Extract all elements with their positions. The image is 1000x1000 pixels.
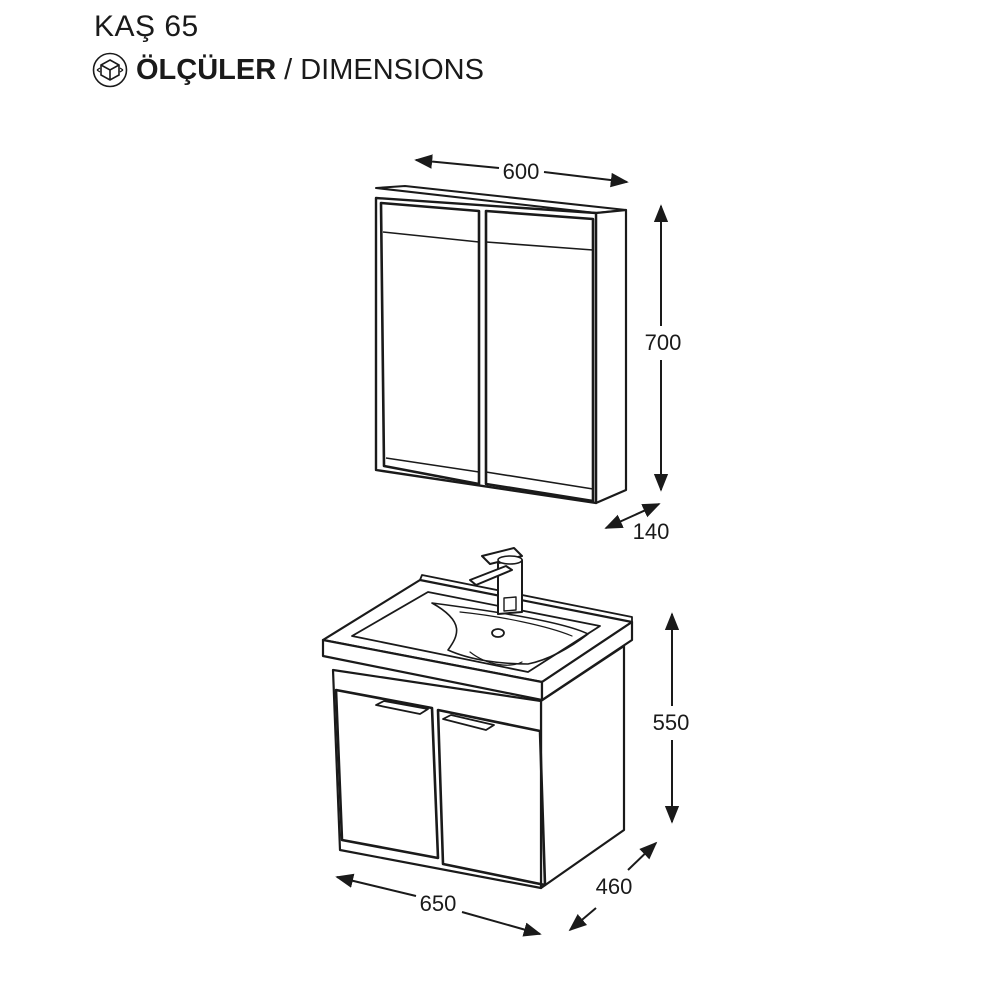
dim-arrow-vanity-width-left — [335, 873, 417, 897]
dimension-lines — [335, 154, 680, 937]
mirror-width-label: 600 — [503, 159, 540, 184]
dim-arrow-vanity-depth-high — [627, 841, 658, 871]
vanity-depth-label: 460 — [596, 874, 633, 899]
dim-arrow-vanity-depth-low — [568, 907, 597, 932]
dimensions-separator: / — [284, 53, 293, 86]
dimensions-heading: ÖLÇÜLER / DIMENSIONS — [92, 50, 484, 90]
dimensions-label-tr: ÖLÇÜLER — [136, 53, 277, 86]
dim-arrow-vanity-width-right — [461, 911, 542, 937]
dim-arrow-mirror-width-right — [543, 171, 629, 188]
vanity-height-label: 550 — [653, 710, 690, 735]
dim-arrow-mirror-width-left — [414, 154, 500, 169]
dim-arrow-mirror-depth — [604, 503, 661, 529]
mirror-cabinet — [374, 185, 628, 505]
mirror-height-label: 700 — [645, 330, 682, 355]
dimensions-label-en: DIMENSIONS — [300, 53, 484, 86]
dimensions-cube-icon — [92, 52, 128, 88]
product-title: KAŞ 65 — [94, 10, 199, 43]
mirror-depth-label: 140 — [633, 519, 670, 544]
vanity-width-label: 650 — [420, 891, 457, 916]
vanity-unit — [321, 547, 634, 890]
